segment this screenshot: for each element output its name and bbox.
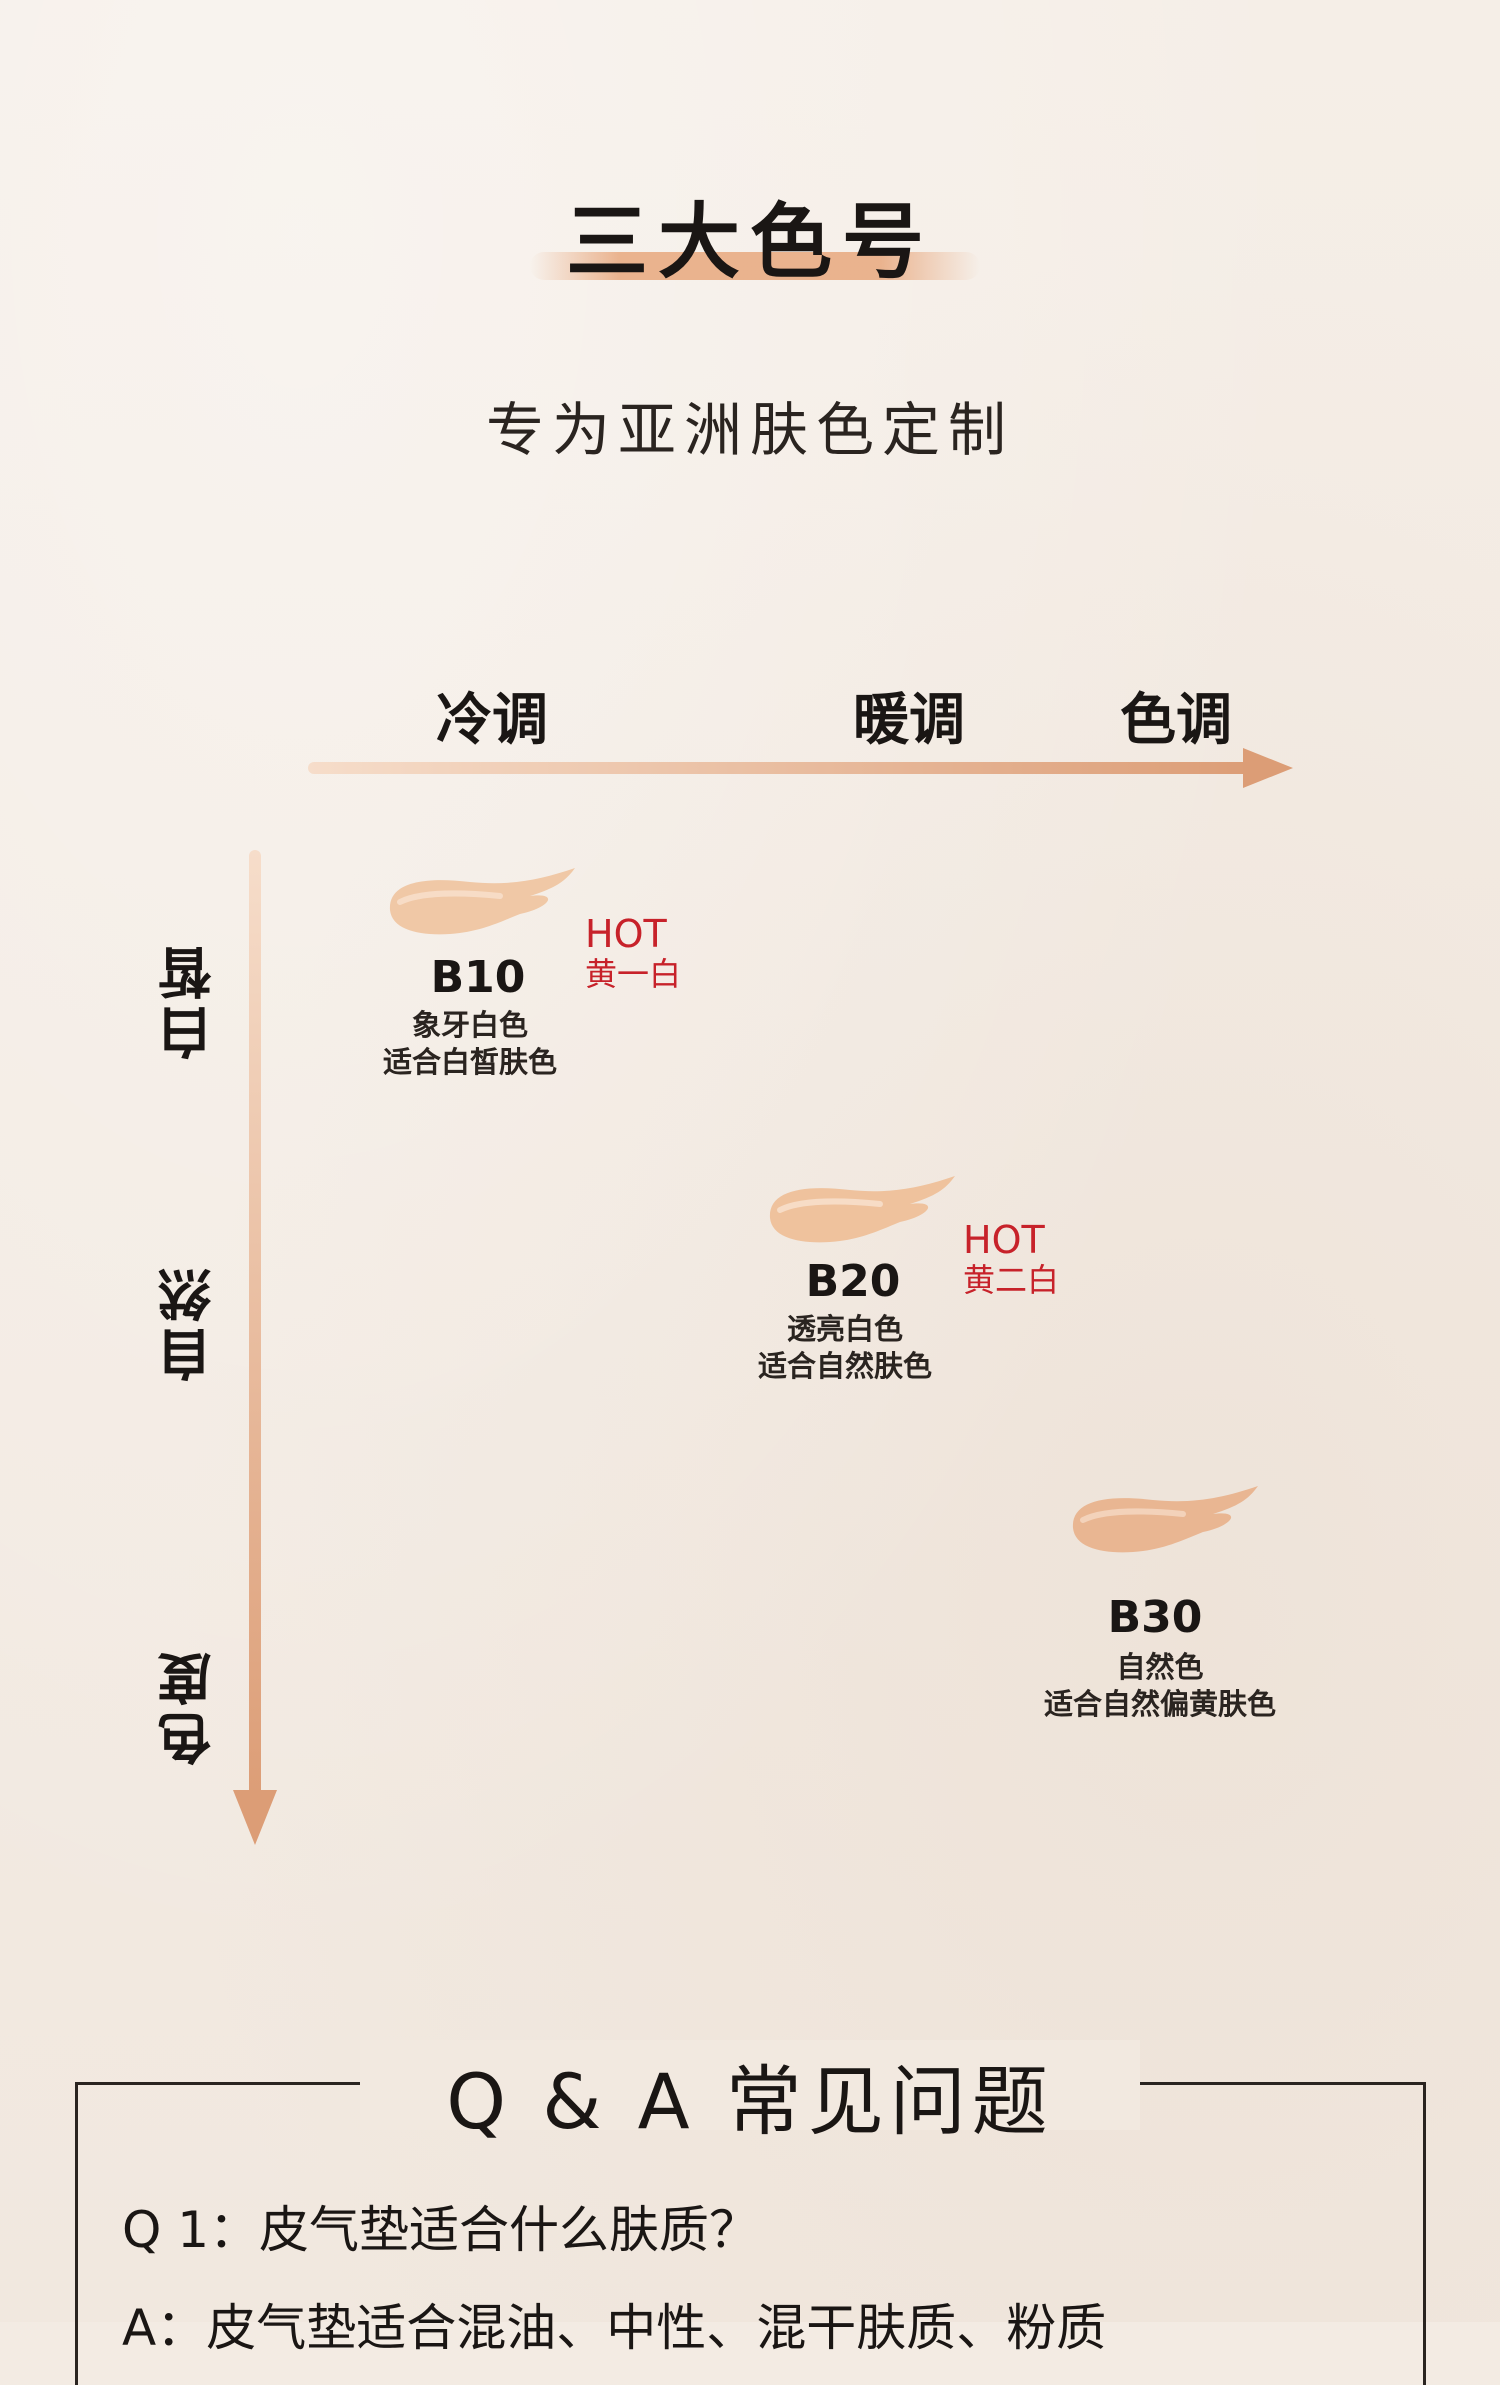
hot-label: HOT — [585, 912, 667, 956]
swatch-b30 — [1072, 1486, 1258, 1553]
shade-desc-b30-line2: 适合自然偏黄肤色 — [1043, 1687, 1276, 1721]
shade-desc-b20-line1: 透亮白色 — [786, 1312, 903, 1346]
shade-desc-b30: 自然色 适合自然偏黄肤色 — [990, 1649, 1330, 1723]
page-subtitle: 专为亚洲肤色定制 — [485, 396, 1014, 464]
shade-code-b20: B20 — [805, 1256, 901, 1307]
shade-desc-b10-line1: 象牙白色 — [411, 1008, 528, 1042]
shade-code-b30: B30 — [1107, 1592, 1203, 1643]
swatch-b10 — [389, 868, 575, 935]
title-block: 三大色号 — [0, 175, 1500, 294]
page-title: 三大色号 — [565, 195, 934, 290]
qa-title: Q & A 常见问题 — [446, 2057, 1054, 2146]
shade-desc-b10: 象牙白色 适合白皙肤色 — [310, 1007, 630, 1081]
hot-sublabel: 黄一白 — [585, 955, 682, 993]
qa-answer-1: A：皮气垫适合混油、中性、混干肤质、粉质 — [122, 2299, 1107, 2357]
axis-label-warm: 暖调 — [853, 688, 965, 753]
axis-label-shade: 色度 — [158, 1646, 221, 1766]
hot-label: HOT — [963, 1218, 1045, 1262]
shade-code-b10: B10 — [430, 952, 526, 1003]
shade-desc-b10-line2: 适合白皙肤色 — [382, 1045, 557, 1079]
axis-label-tone: 色调 — [1120, 688, 1232, 753]
shade-desc-b30-line1: 自然色 — [1116, 1650, 1204, 1684]
axis-label-fair: 白皙 — [158, 940, 221, 1060]
horizontal-arrow — [308, 748, 1293, 788]
axis-label-natural: 自然 — [158, 1262, 221, 1382]
hot-badge-b20: HOT 黄二白 — [963, 1220, 1059, 1300]
shade-desc-b20-line2: 适合自然肤色 — [757, 1349, 932, 1383]
swatch-b20 — [769, 1176, 955, 1243]
qa-question-1: Q 1：皮气垫适合什么肤质？ — [122, 2201, 760, 2259]
axis-label-cool: 冷调 — [436, 688, 548, 753]
vertical-arrow — [233, 850, 277, 1845]
hot-sublabel: 黄二白 — [963, 1261, 1060, 1299]
title-underline — [530, 252, 980, 280]
shade-desc-b20: 透亮白色 适合自然肤色 — [685, 1311, 1005, 1385]
hot-badge-b10: HOT 黄一白 — [585, 914, 681, 994]
qa-title-mask — [360, 2040, 1140, 2130]
